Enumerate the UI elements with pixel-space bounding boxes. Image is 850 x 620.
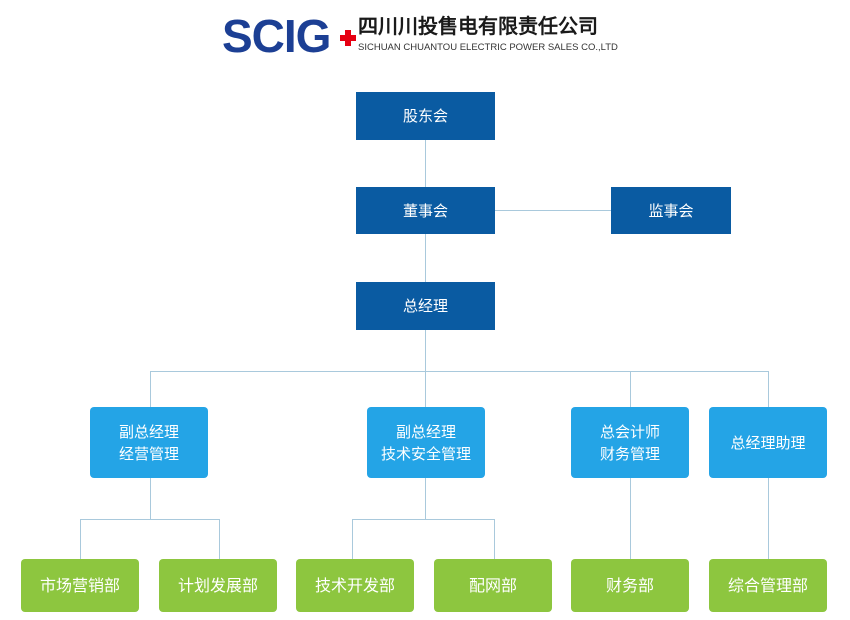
company-name-cn: 四川川投售电有限责任公司 (358, 14, 598, 38)
node-cfo-line2: 财务管理 (599, 444, 660, 463)
node-dept-distribution: 配网部 (434, 559, 552, 612)
logo-brand: SCIG (222, 10, 331, 62)
node-vp-tech-line2: 技术安全管理 (380, 444, 471, 463)
node-dept-marketing: 市场营销部 (21, 559, 139, 612)
node-dept-planning-label: 计划发展部 (177, 575, 258, 595)
node-dept-admin-label: 综合管理部 (727, 575, 808, 595)
node-vp-tech: 副总经理 技术安全管理 (367, 407, 485, 478)
node-gm-assistant: 总经理助理 (709, 407, 827, 478)
node-supervisors-label: 监事会 (648, 201, 694, 220)
company-name-en: SICHUAN CHUANTOU ELECTRIC POWER SALES CO… (358, 42, 618, 53)
company-logo: SCIG 四川川投售电有限责任公司 SICHUAN CHUANTOU ELECT… (222, 10, 642, 62)
node-dept-distribution-label: 配网部 (468, 575, 517, 595)
node-shareholders: 股东会 (356, 92, 495, 140)
node-vp-business: 副总经理 经营管理 (90, 407, 208, 478)
node-gm-label: 总经理 (402, 297, 448, 315)
node-vp-business-line1: 副总经理 (118, 422, 179, 441)
node-vp-business-line2: 经营管理 (118, 444, 179, 463)
node-shareholders-label: 股东会 (402, 107, 448, 125)
node-dept-finance: 财务部 (571, 559, 689, 612)
node-dept-marketing-label: 市场营销部 (39, 575, 120, 595)
node-supervisors: 监事会 (611, 187, 731, 234)
node-board: 董事会 (356, 187, 495, 234)
node-dept-planning: 计划发展部 (159, 559, 277, 612)
node-dept-tech-dev: 技术开发部 (296, 559, 414, 612)
node-gm-assistant-label: 总经理助理 (730, 433, 806, 452)
node-vp-tech-line1: 副总经理 (395, 422, 456, 441)
node-dept-tech-dev-label: 技术开发部 (314, 575, 395, 595)
node-cfo: 总会计师 财务管理 (571, 407, 689, 478)
node-board-label: 董事会 (402, 201, 448, 220)
node-cfo-line1: 总会计师 (599, 422, 660, 441)
node-dept-admin: 综合管理部 (709, 559, 827, 612)
node-dept-finance-label: 财务部 (605, 575, 654, 595)
node-gm: 总经理 (356, 282, 495, 330)
logo-cross-icon (340, 30, 356, 46)
